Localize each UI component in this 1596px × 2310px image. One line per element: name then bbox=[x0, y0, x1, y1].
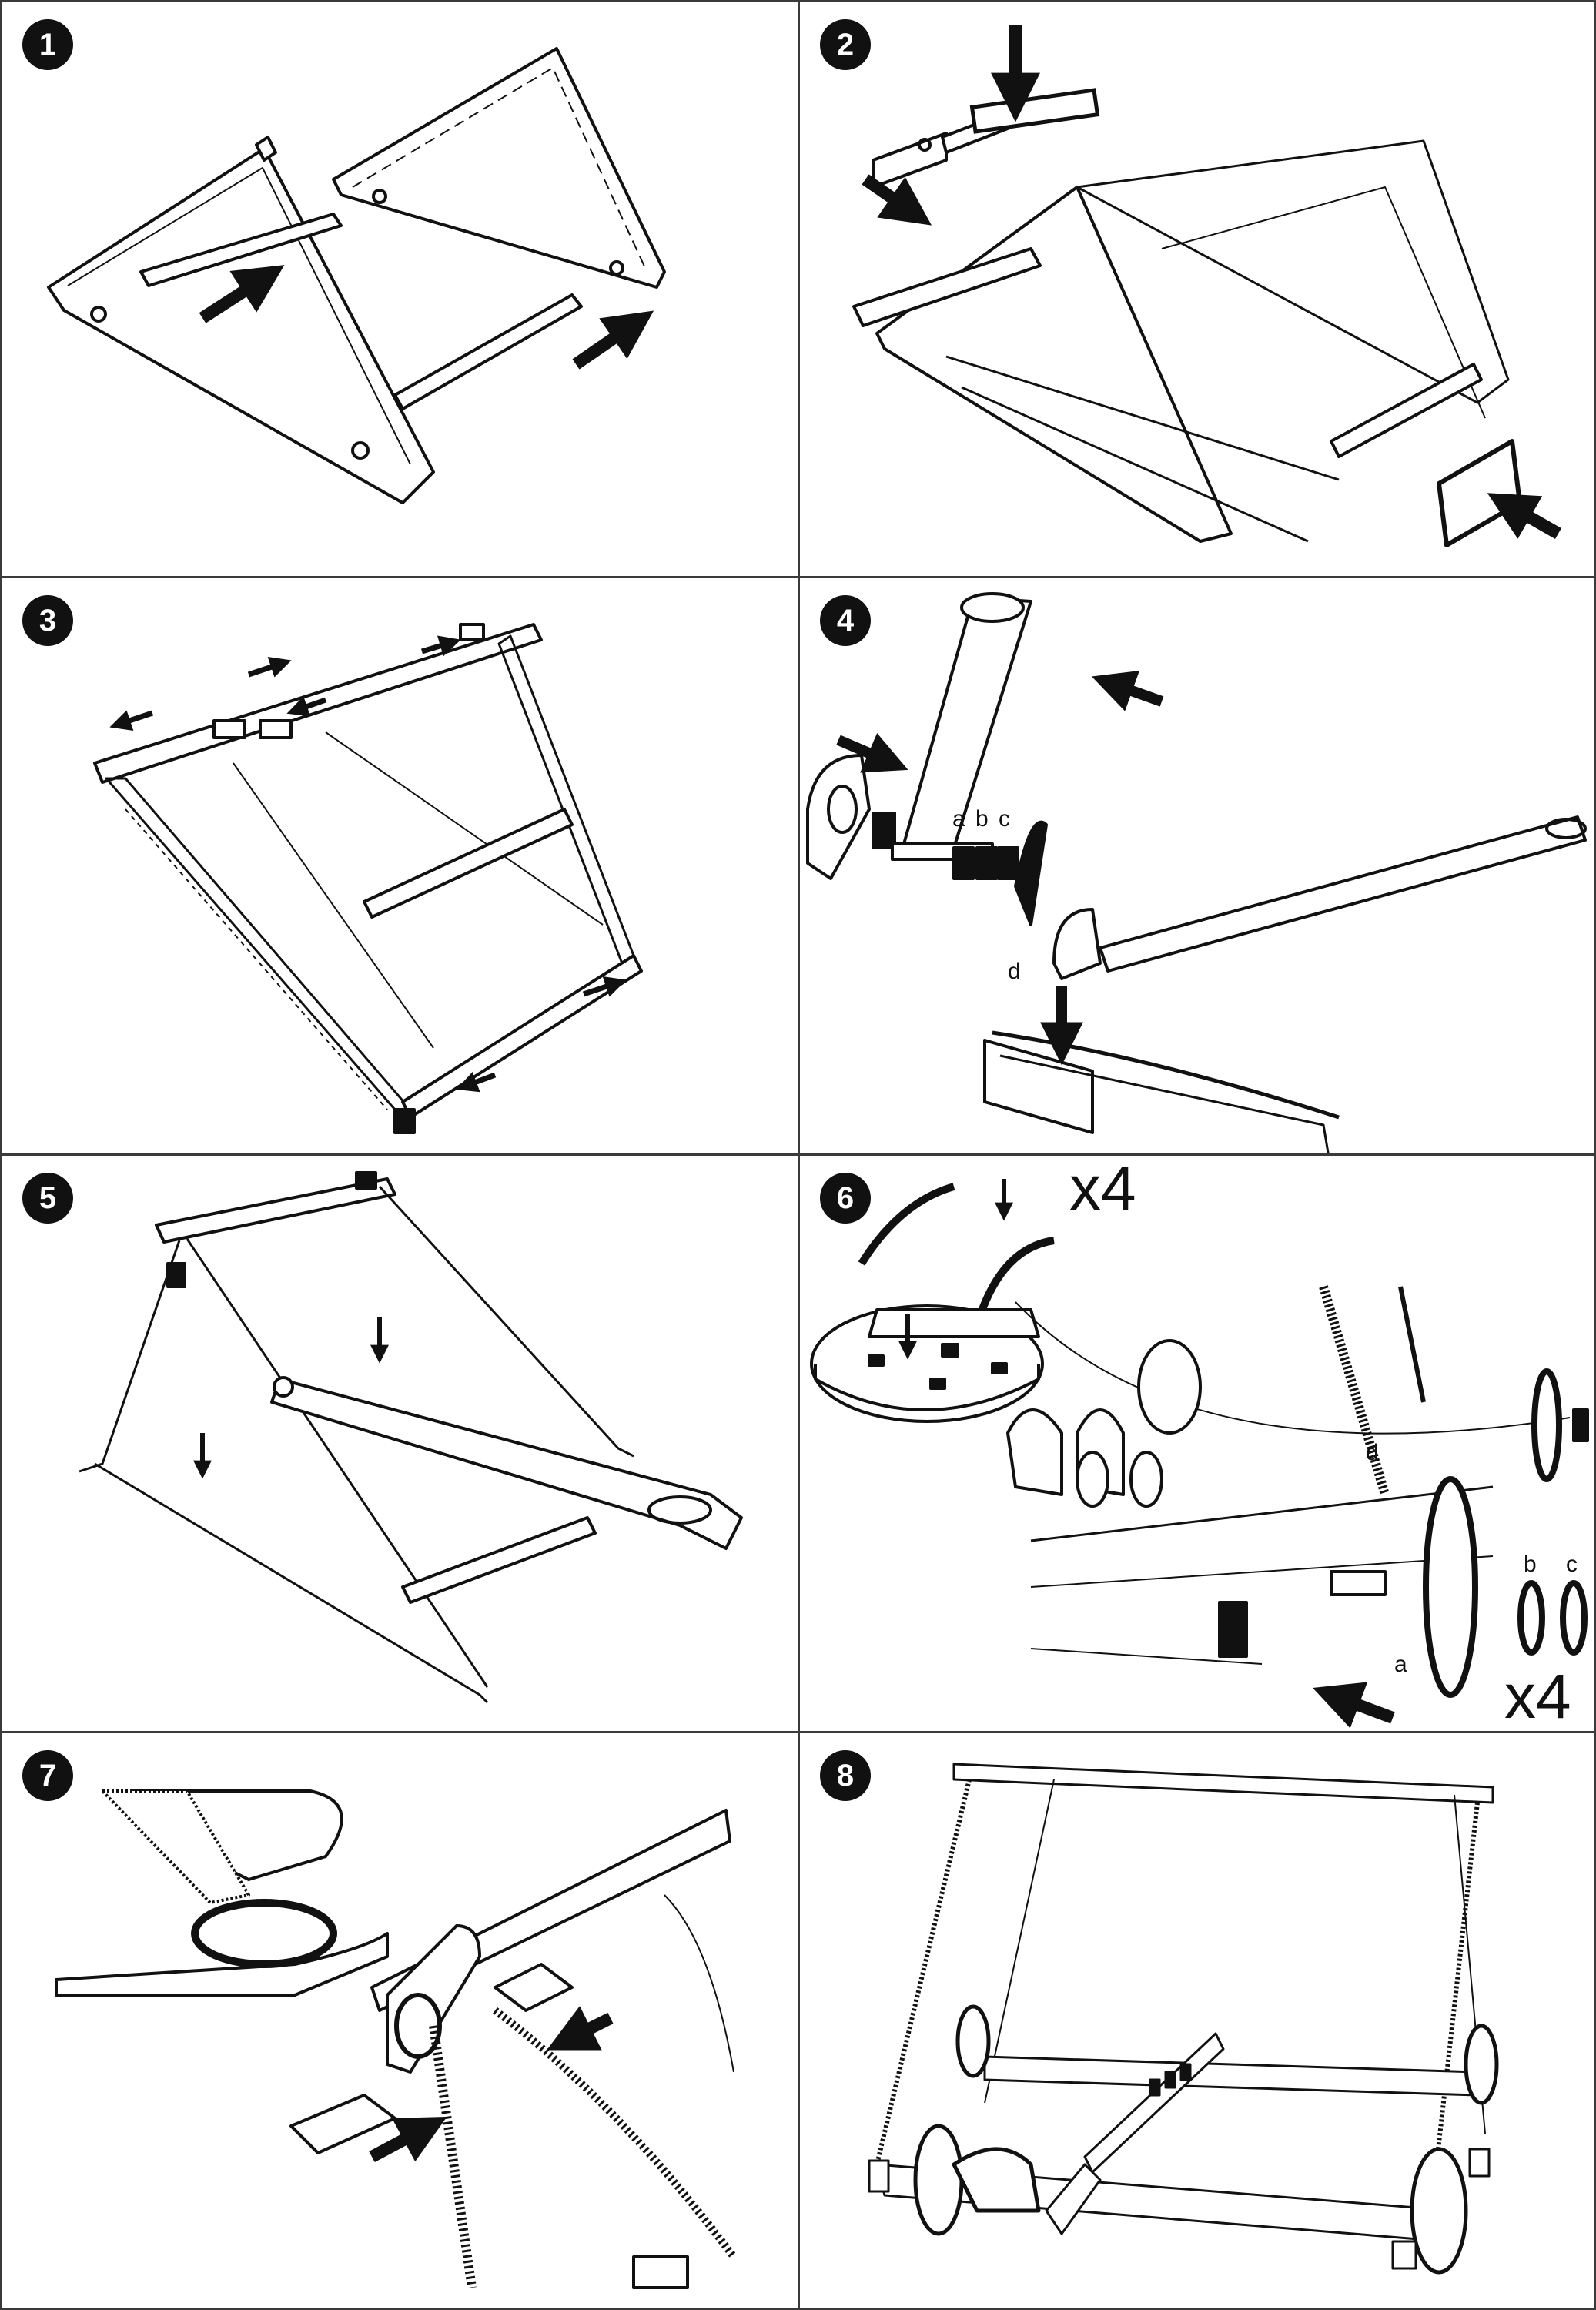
step-4-panel: 4 a b c d bbox=[800, 578, 1594, 1153]
assembly-arrow-icon bbox=[862, 174, 932, 226]
assembly-arrow-icon bbox=[1487, 493, 1561, 539]
assembly-arrow-icon bbox=[572, 310, 654, 370]
step-2-panel: 2 bbox=[800, 2, 1594, 576]
step-5-badge: 5 bbox=[22, 1173, 73, 1224]
assembly-arrow-icon bbox=[199, 265, 285, 323]
step-5-illustration bbox=[79, 1171, 743, 1704]
step-3-badge: 3 bbox=[22, 595, 73, 646]
assembly-arrow-icon bbox=[1091, 670, 1164, 711]
panel-divider-horizontal-3 bbox=[0, 1731, 1596, 1733]
step-4-badge: 4 bbox=[820, 595, 871, 646]
step-6-badge: 6 bbox=[820, 1173, 871, 1224]
assembly-arrow-icon bbox=[456, 1071, 497, 1093]
part-label: d bbox=[1366, 1440, 1379, 1465]
step-1-illustration bbox=[47, 47, 666, 504]
part-label: b bbox=[975, 806, 989, 832]
assembly-arrow-icon bbox=[547, 2006, 614, 2051]
part-label: b bbox=[1524, 1552, 1537, 1577]
step-1-badge: 1 bbox=[22, 19, 73, 70]
panel-divider-horizontal-2 bbox=[0, 1153, 1596, 1156]
step-8-badge: 8 bbox=[820, 1750, 871, 1801]
quantity-label: x4 bbox=[1504, 1662, 1571, 1731]
step-7-panel: 7 bbox=[2, 1733, 798, 2308]
part-label: c bbox=[1566, 1552, 1578, 1577]
step-7-badge: 7 bbox=[22, 1750, 73, 1801]
step-3-illustration bbox=[93, 623, 643, 1134]
step-3-panel: 3 bbox=[2, 578, 798, 1153]
step-2-illustration bbox=[852, 25, 1561, 547]
step-5-panel: 5 bbox=[2, 1156, 798, 1731]
panel-divider-horizontal-1 bbox=[0, 576, 1596, 578]
step-7-illustration bbox=[55, 1789, 737, 2289]
step-6-illustration: x4 x4 d a b c bbox=[810, 1156, 1589, 1731]
step-4-illustration: a b c d bbox=[806, 592, 1587, 1153]
part-label: a bbox=[952, 806, 965, 832]
step-6-panel: 6 bbox=[800, 1156, 1594, 1731]
assembly-arrow-icon bbox=[1313, 1682, 1395, 1729]
step-8-illustration bbox=[868, 1763, 1499, 2275]
part-label: d bbox=[1008, 959, 1021, 984]
assembly-arrow-icon bbox=[369, 2116, 447, 2163]
assembly-arrow-icon bbox=[582, 976, 627, 997]
assembly-arrow-icon bbox=[420, 635, 461, 657]
quantity-label: x4 bbox=[1069, 1156, 1136, 1224]
assembly-arrow-icon bbox=[109, 710, 154, 731]
step-2-badge: 2 bbox=[820, 19, 871, 70]
part-label: c bbox=[999, 806, 1010, 832]
assembly-arrow-icon bbox=[286, 696, 327, 717]
assembly-arrow-icon bbox=[247, 657, 292, 678]
step-1-panel: 1 bbox=[2, 2, 798, 576]
step-8-panel: 8 bbox=[800, 1733, 1594, 2308]
assembly-arrow-icon bbox=[836, 733, 908, 773]
part-label: a bbox=[1394, 1652, 1407, 1677]
